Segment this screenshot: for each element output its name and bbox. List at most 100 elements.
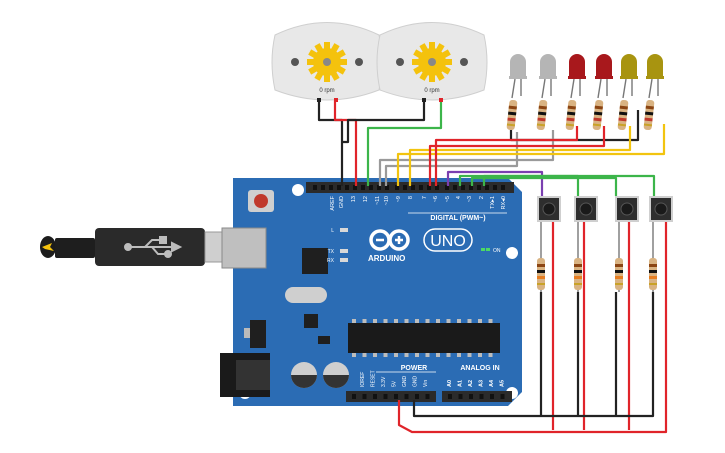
header-pin-hole[interactable]: [345, 185, 349, 190]
header-pin-hole[interactable]: [469, 185, 473, 190]
wire-gnd-bus[interactable]: [412, 292, 655, 418]
header-pin-hole[interactable]: [411, 185, 415, 190]
header-pin-hole[interactable]: [369, 185, 373, 190]
led-rx-indicator: [340, 258, 348, 262]
button-cap[interactable]: [620, 202, 634, 216]
header-pin-hole[interactable]: [395, 185, 399, 190]
wire-motor1-gnd[interactable]: [317, 100, 344, 186]
resistor[interactable]: [617, 99, 629, 131]
power-pin-hole[interactable]: [404, 394, 409, 399]
led-rim: [509, 76, 527, 79]
usb-cable-strain: [55, 238, 95, 258]
wire-motor2-gnd[interactable]: [342, 100, 426, 144]
power-pin-hole[interactable]: [425, 394, 430, 399]
power-pin-label: GND: [413, 376, 419, 388]
resistor[interactable]: [506, 99, 518, 131]
dc-motor[interactable]: 0 rpm: [271, 22, 383, 103]
resistor[interactable]: [592, 99, 604, 131]
wire-5v-bus[interactable]: [397, 222, 668, 434]
dc-motor[interactable]: 0 rpm: [376, 22, 488, 103]
wire-button-3[interactable]: [470, 176, 618, 196]
capacitor-band: [291, 375, 317, 388]
led-white[interactable]: [536, 54, 557, 131]
header-pin-hole[interactable]: [313, 185, 317, 190]
wire-led-yellow-1[interactable]: [396, 124, 666, 186]
power-pin-hole[interactable]: [415, 394, 419, 399]
push-button[interactable]: [574, 196, 598, 222]
header-pin-hole[interactable]: [321, 185, 325, 190]
analog-pin-hole[interactable]: [458, 394, 463, 399]
gear-icon: [412, 42, 452, 82]
wire-led-yellow-2[interactable]: [408, 126, 632, 186]
button-cap[interactable]: [579, 202, 593, 216]
header-pin-hole[interactable]: [493, 185, 497, 190]
header-pin-hole[interactable]: [445, 185, 449, 190]
led-leg: [570, 78, 575, 99]
header-pin-hole[interactable]: [461, 185, 465, 190]
analog-pin-hole[interactable]: [479, 394, 484, 399]
resistor[interactable]: [615, 222, 623, 292]
usb-chip: [302, 248, 328, 274]
power-pin-hole[interactable]: [383, 394, 388, 399]
analog-pin-hole[interactable]: [469, 394, 473, 399]
header-pin-hole[interactable]: [337, 185, 341, 190]
power-pin-hole[interactable]: [362, 394, 367, 399]
header-pin-hole[interactable]: [485, 185, 489, 190]
header-pin-hole[interactable]: [403, 185, 407, 190]
power-pin-hole[interactable]: [394, 394, 398, 399]
led-yellow[interactable]: [617, 54, 638, 131]
wire-button-4[interactable]: [482, 174, 656, 196]
motor-terminal-pos: [334, 98, 338, 102]
wire-led-red-2[interactable]: [434, 126, 579, 186]
resistor[interactable]: [537, 222, 545, 292]
wire-button-1[interactable]: [446, 170, 544, 196]
digital-label: DIGITAL (PWM~): [430, 215, 485, 222]
led-white[interactable]: [506, 54, 527, 131]
power-pin-hole[interactable]: [373, 394, 377, 399]
push-button[interactable]: [649, 196, 673, 222]
header-pin-hole[interactable]: [385, 185, 389, 190]
led-red[interactable]: [592, 54, 613, 131]
resistor[interactable]: [565, 99, 577, 131]
leds: [506, 54, 664, 131]
header-pin-hole[interactable]: [435, 185, 439, 190]
resistor[interactable]: [574, 222, 582, 292]
header-pin-hole[interactable]: [419, 185, 423, 190]
usb-cable[interactable]: [40, 228, 241, 266]
header-pin-hole[interactable]: [361, 185, 365, 190]
led-dome: [510, 54, 526, 78]
analog-pin-hole[interactable]: [500, 394, 505, 399]
power-pin-hole[interactable]: [352, 394, 356, 399]
header-pin-hole[interactable]: [501, 185, 505, 190]
push-button[interactable]: [537, 196, 561, 222]
led-yellow[interactable]: [643, 54, 664, 131]
led-rim: [568, 76, 586, 79]
header-pin-hole[interactable]: [377, 185, 381, 190]
led-red[interactable]: [565, 54, 586, 131]
wire-motor1-pin12[interactable]: [333, 100, 358, 186]
analog-pin-hole[interactable]: [490, 394, 494, 399]
motor-screw: [291, 58, 299, 66]
led-l-label: L: [331, 228, 334, 234]
header-pin-hole[interactable]: [453, 185, 457, 190]
motor-screw: [460, 58, 468, 66]
wire-led-red-1[interactable]: [428, 126, 606, 186]
resistor[interactable]: [643, 99, 655, 131]
button-cap[interactable]: [654, 202, 668, 216]
header-pin-hole[interactable]: [427, 185, 431, 190]
button-cap[interactable]: [542, 202, 556, 216]
header-pin-hole[interactable]: [477, 185, 481, 190]
push-button[interactable]: [615, 196, 639, 222]
resistor[interactable]: [536, 99, 548, 131]
digital-pin-label: ~6: [433, 196, 439, 202]
power-pin-label: IOREF: [360, 372, 366, 387]
wire-motor2-pin11[interactable]: [366, 100, 443, 186]
header-pin-hole[interactable]: [329, 185, 333, 190]
analog-pin-hole[interactable]: [448, 394, 452, 399]
resistor[interactable]: [649, 222, 657, 292]
header-pin-hole[interactable]: [353, 185, 357, 190]
reset-button[interactable]: [254, 194, 268, 208]
